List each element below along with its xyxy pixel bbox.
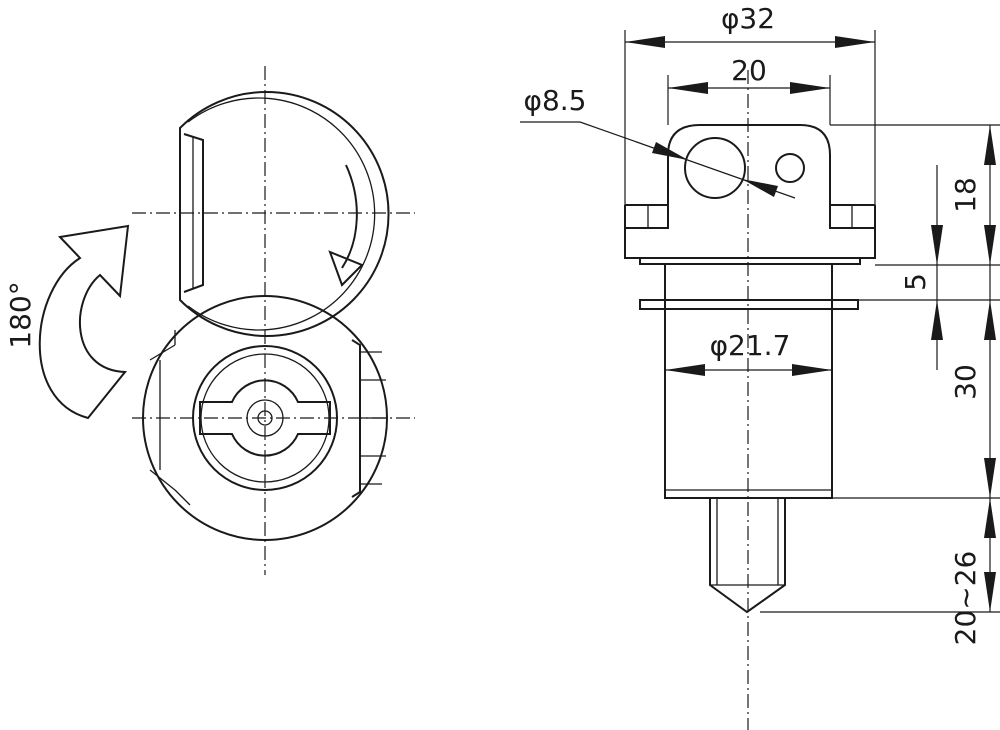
key-cylinder-ring (246, 399, 284, 437)
mounting-hole-8-5 (684, 137, 746, 199)
keyway-profile (199, 379, 331, 457)
arrow-32-left (625, 36, 665, 48)
arrow-5-top (931, 225, 943, 265)
lock-nut (639, 258, 861, 265)
lock-body-outer (192, 345, 338, 491)
arrow-8-5-right (742, 179, 778, 197)
arrow-5-bottom (931, 300, 943, 340)
rotation-angle-label: 180° (4, 281, 37, 348)
arrow-30-top (984, 300, 996, 340)
dim-diameter-8-5: φ8.5 (524, 84, 587, 117)
arrow-30-bottom (984, 458, 996, 498)
arrow-21-7-left (665, 364, 705, 376)
arrow-20-26-bottom (984, 572, 996, 612)
cam-left-foot (625, 204, 669, 229)
dim-width-20: 20 (731, 54, 767, 87)
washer-flange (639, 299, 859, 310)
lower-cam-profile (149, 330, 191, 506)
rotation-arrow (38, 224, 130, 420)
cam-base (624, 205, 876, 259)
dim-height-18: 18 (949, 177, 982, 213)
cam-lug (667, 124, 831, 228)
upper-cam-inner-arc (187, 97, 376, 331)
dim-height-30: 30 (949, 364, 982, 400)
dim-height-5: 5 (899, 273, 932, 291)
dim-diameter-21-7: φ21.7 (710, 329, 791, 362)
arrow-18-top (984, 125, 996, 165)
front-view-group: 180° (4, 66, 415, 575)
arrow-18-bottom (984, 225, 996, 265)
inner-rotation-arrowhead (328, 250, 364, 287)
key-cylinder-center (257, 410, 273, 426)
upper-cam-outer (179, 91, 390, 337)
arrow-21-7-right (792, 364, 832, 376)
side-view-group: φ32 20 φ8.5 φ21.7 18 30 2 (520, 2, 1000, 730)
pin-hole (775, 153, 805, 183)
lower-cam-tab-details (360, 351, 387, 485)
arrow-20-26-top (984, 498, 996, 538)
dim-diameter-32: φ32 (721, 2, 775, 35)
arrow-32-right (835, 36, 875, 48)
arrow-20-left (668, 82, 708, 94)
dim-height-20-26: 20~26 (949, 551, 982, 646)
inner-rotation-arc (341, 164, 358, 269)
shaft (709, 498, 786, 614)
lock-body (664, 264, 833, 499)
arrow-20-right (790, 82, 830, 94)
arrow-8-5-left (652, 142, 688, 160)
